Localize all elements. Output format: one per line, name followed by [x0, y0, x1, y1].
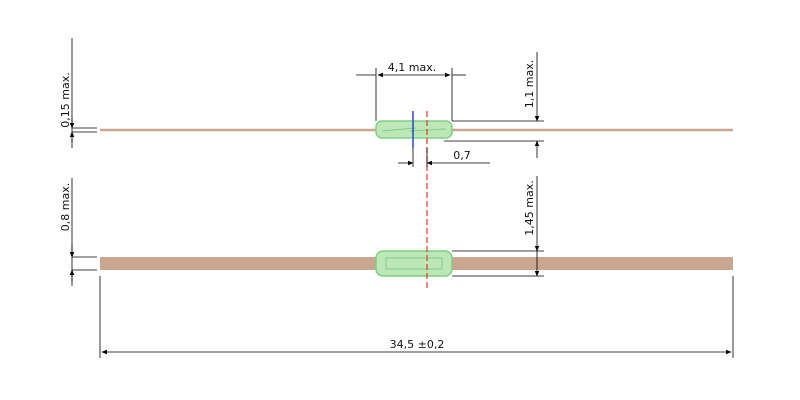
dimension-thin-wire: 0,15 max. [59, 38, 97, 148]
dimension-body-diameter-top: 1,1 max. [444, 52, 544, 158]
dimension-thick-wire: 0,8 max. [59, 178, 97, 286]
glass-inner-window [385, 257, 443, 270]
dimension-offset: 0,7 [398, 148, 490, 167]
top-view [100, 111, 733, 148]
dimension-overall-length: 34,5 ±0,2 [99, 276, 734, 358]
thin-wire-dimension-label: 0,15 max. [59, 72, 72, 127]
reed-contact-right [409, 128, 447, 132]
bottom-view [100, 250, 733, 277]
reed-contact-left [381, 127, 417, 132]
dimension-body-diameter-bottom: 1,45 max. [452, 176, 544, 277]
offset-label: 0,7 [453, 149, 471, 162]
body-diameter-top-label: 1,1 max. [523, 60, 536, 108]
glass-body-bottom [375, 250, 453, 277]
body-length-label: 4,1 max. [388, 61, 436, 74]
thick-wire-dimension-label: 0,8 max. [59, 183, 72, 231]
dimension-body-length: 4,1 max. [356, 61, 466, 121]
body-diameter-bottom-label: 1,45 max. [523, 180, 536, 235]
glass-body-top [375, 120, 453, 139]
overall-length-label: 34,5 ±0,2 [390, 338, 445, 351]
